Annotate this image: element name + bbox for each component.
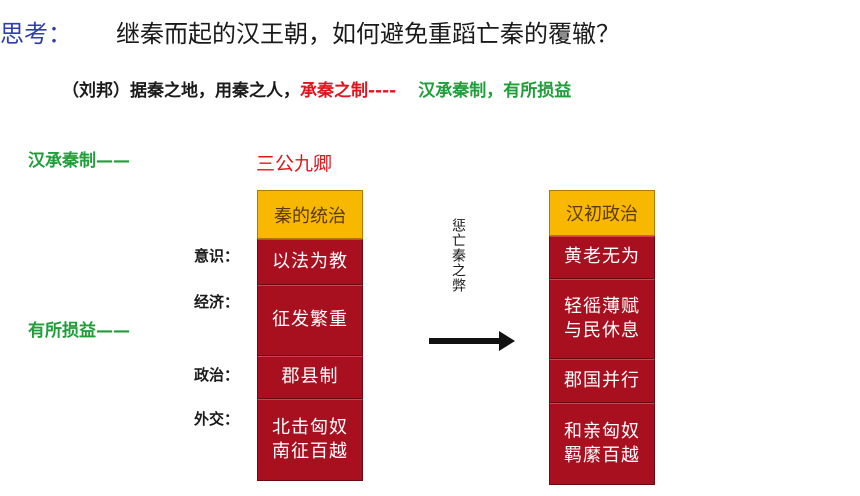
qin-column: 秦的统治 以法为教 征发繁重 郡县制 北击匈奴 南征百越 — [257, 190, 363, 481]
han-cell-ideology: 黄老无为 — [549, 236, 655, 279]
title-label: 思考： — [0, 20, 72, 48]
qin-cell-diplomacy: 北击匈奴 南征百越 — [257, 399, 363, 481]
han-cell-diplomacy: 和亲匈奴 羁縻百越 — [549, 403, 655, 485]
subtitle-part1: （刘邦）据秦之地，用秦之人， — [62, 81, 300, 101]
subtitle-part2: 承秦之制---- — [300, 81, 397, 101]
han-cell-economy: 轻徭薄赋 与民休息 — [549, 279, 655, 359]
subtitle: （刘邦）据秦之地，用秦之人，承秦之制---- 汉承秦制，有所损益 — [62, 76, 571, 101]
side-label-modify: 有所损益—— — [28, 321, 130, 341]
right-arrow-icon — [429, 331, 515, 351]
subtitle-part3: 汉承秦制，有所损益 — [418, 81, 572, 101]
row-label-ideology: 意识： — [194, 247, 240, 265]
row-label-diplomacy: 外交： — [194, 410, 240, 428]
qin-header: 秦的统治 — [257, 190, 363, 239]
title-question: 继秦而起的汉王朝，如何避免重蹈亡秦的覆辙？ — [116, 20, 620, 48]
arrow-caption: 惩亡秦之弊 — [450, 218, 466, 293]
qin-cell-politics: 郡县制 — [257, 356, 363, 399]
page-title: 思考： 继秦而起的汉王朝，如何避免重蹈亡秦的覆辙？ — [0, 14, 620, 49]
qin-cell-economy: 征发繁重 — [257, 285, 363, 356]
sangong-jiuqing: 三公九卿 — [256, 153, 333, 175]
qin-cell-ideology: 以法为教 — [257, 239, 363, 285]
row-label-economy: 经济： — [194, 293, 240, 311]
han-column: 汉初政治 黄老无为 轻徭薄赋 与民休息 郡国并行 和亲匈奴 羁縻百越 — [549, 190, 655, 485]
han-header: 汉初政治 — [549, 190, 655, 236]
side-label-inherit: 汉承秦制—— — [28, 151, 130, 171]
row-label-politics: 政治： — [194, 366, 240, 384]
han-cell-politics: 郡国并行 — [549, 359, 655, 403]
